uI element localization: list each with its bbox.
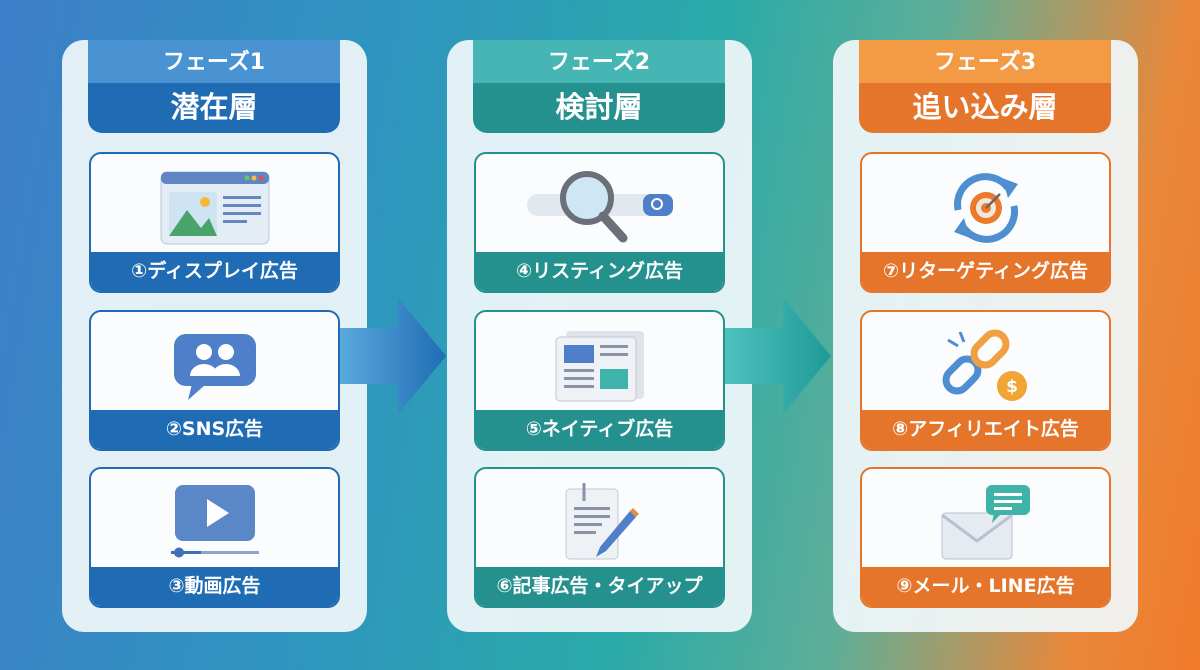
item-card-retargeting-ads: ⑦リターゲティング広告 <box>860 152 1111 293</box>
item-card-listing-ads: ④リスティング広告 <box>474 152 725 293</box>
item-card-article-ads: ⑥記事広告・タイアップ <box>474 467 725 608</box>
item-label: ③動画広告 <box>91 567 338 606</box>
mail-chat-icon <box>862 477 1109 569</box>
target-cycle-icon <box>862 162 1109 254</box>
item-card-video-ads: ③動画広告 <box>89 467 340 608</box>
phase-label: フェーズ1 <box>88 40 340 83</box>
item-label: ⑨メール・LINE広告 <box>862 567 1109 606</box>
layer-title: 潜在層 <box>88 83 340 133</box>
phase-2-header: フェーズ2 検討層 <box>473 40 725 133</box>
item-label: ②SNS広告 <box>91 410 338 449</box>
item-card-display-ads: ①ディスプレイ広告 <box>89 152 340 293</box>
video-play-icon <box>91 477 338 569</box>
item-card-sns-ads: ②SNS広告 <box>89 310 340 451</box>
item-label: ①ディスプレイ広告 <box>91 252 338 291</box>
newspaper-icon <box>476 320 723 412</box>
chat-users-icon <box>91 320 338 412</box>
layer-title: 検討層 <box>473 83 725 133</box>
item-label: ⑧アフィリエイト広告 <box>862 410 1109 449</box>
item-label: ⑥記事広告・タイアップ <box>476 567 723 606</box>
item-card-mail-line-ads: ⑨メール・LINE広告 <box>860 467 1111 608</box>
item-card-affiliate-ads: $ ⑧アフィリエイト広告 <box>860 310 1111 451</box>
document-pen-icon <box>476 477 723 569</box>
phase-1-column: フェーズ1 潜在層 ①ディスプレイ広告 ②SNS広告 ③動画広告 <box>62 40 367 632</box>
layer-title: 追い込み層 <box>859 83 1111 133</box>
item-card-native-ads: ⑤ネイティブ広告 <box>474 310 725 451</box>
link-coin-icon: $ <box>862 320 1109 412</box>
arrow-right-icon <box>725 298 833 418</box>
phase-label: フェーズ3 <box>859 40 1111 83</box>
item-label: ④リスティング広告 <box>476 252 723 291</box>
arrow-right-icon <box>340 298 448 418</box>
phase-3-header: フェーズ3 追い込み層 <box>859 40 1111 133</box>
phase-label: フェーズ2 <box>473 40 725 83</box>
search-bar-icon <box>476 162 723 254</box>
phase-2-column: フェーズ2 検討層 ④リスティング広告 ⑤ネイティブ広告 ⑥記事広告・タイアップ <box>447 40 752 632</box>
svg-text:$: $ <box>1006 377 1018 397</box>
browser-image-icon <box>91 162 338 254</box>
item-label: ⑦リターゲティング広告 <box>862 252 1109 291</box>
phase-1-header: フェーズ1 潜在層 <box>88 40 340 133</box>
item-label: ⑤ネイティブ広告 <box>476 410 723 449</box>
phase-3-column: フェーズ3 追い込み層 ⑦リターゲティング広告 $ ⑧アフィリエイト広告 ⑨メー… <box>833 40 1138 632</box>
